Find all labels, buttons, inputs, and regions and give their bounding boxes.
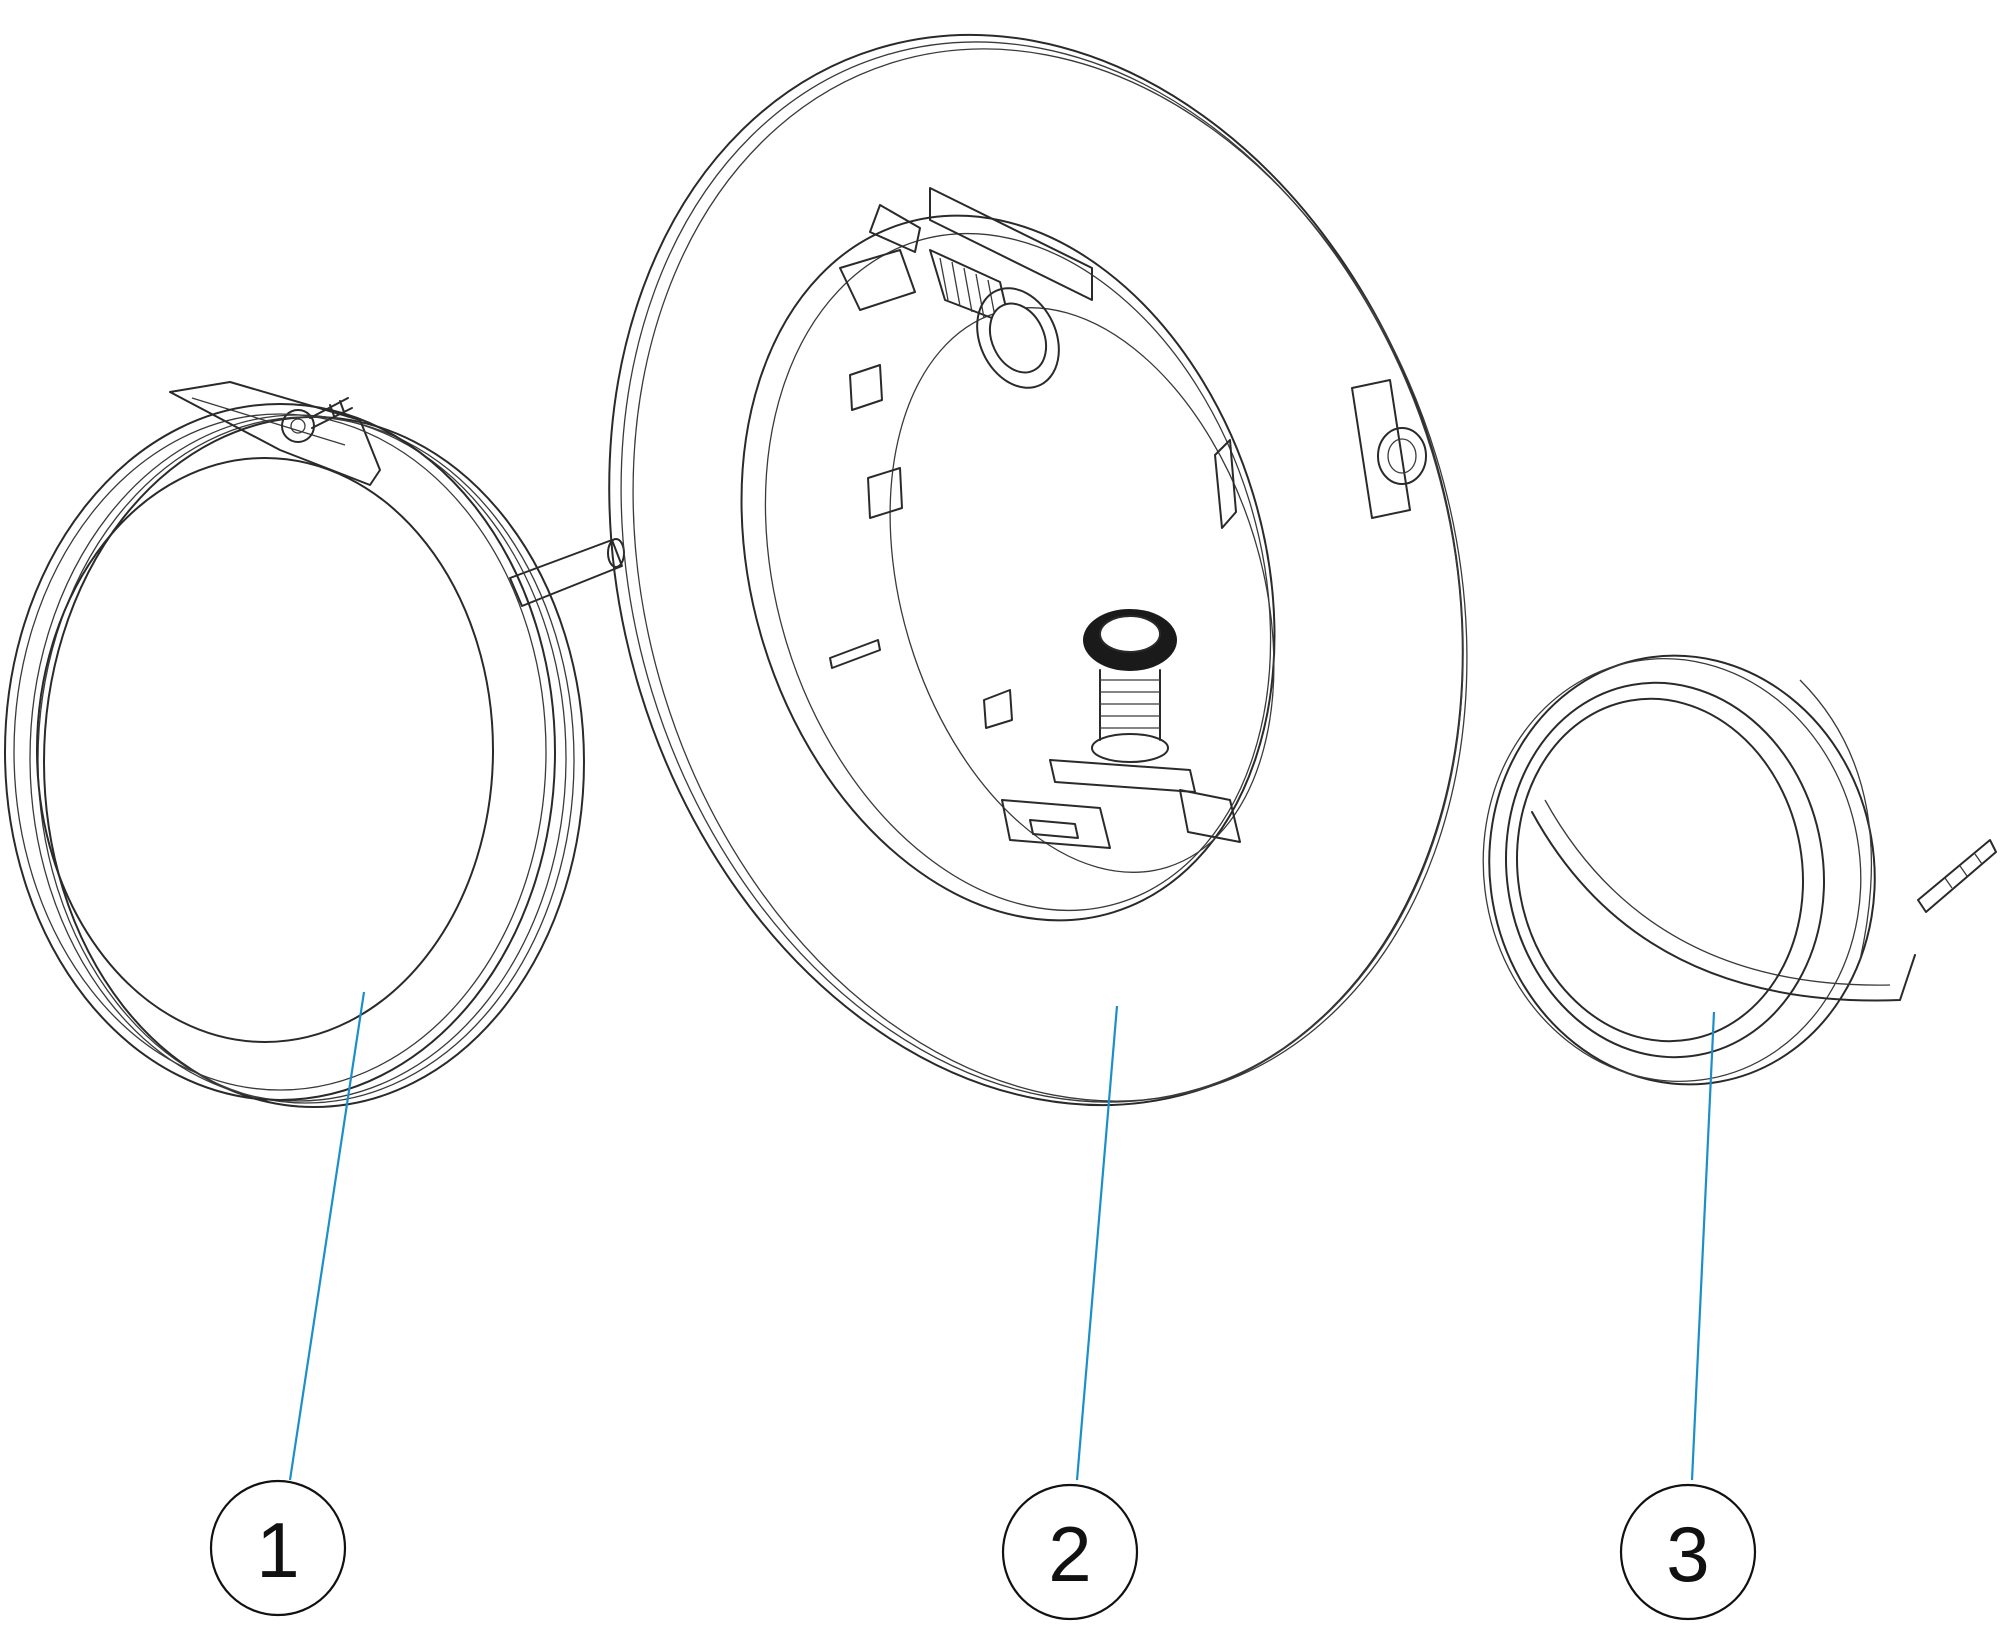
callout-balloon-1: [209, 1479, 347, 1617]
upper-adjust-screw: [929, 249, 1060, 389]
leader-line-3: [1690, 1011, 1716, 1481]
side-screw: [1351, 379, 1427, 519]
callout-balloon-3: [1619, 1483, 1757, 1621]
callout-1: 1: [209, 1479, 347, 1617]
callout-3: 3: [1619, 1483, 1757, 1621]
callout-label-2: 2: [1048, 1510, 1091, 1598]
part-3-insert: [1482, 654, 1997, 1086]
part-2-housing: [608, 33, 1468, 1107]
callout-label-3: 3: [1666, 1510, 1709, 1598]
callout-label-1: 1: [256, 1506, 299, 1594]
lower-adjust-screw: [1083, 609, 1177, 763]
callout-2: 2: [1001, 1483, 1139, 1621]
leader-line-1: [288, 991, 366, 1481]
part-1-cover: [4, 381, 625, 1108]
leader-line-2: [1075, 1005, 1119, 1481]
callout-balloon-2: [1001, 1483, 1139, 1621]
leader-lines: [288, 991, 1716, 1481]
